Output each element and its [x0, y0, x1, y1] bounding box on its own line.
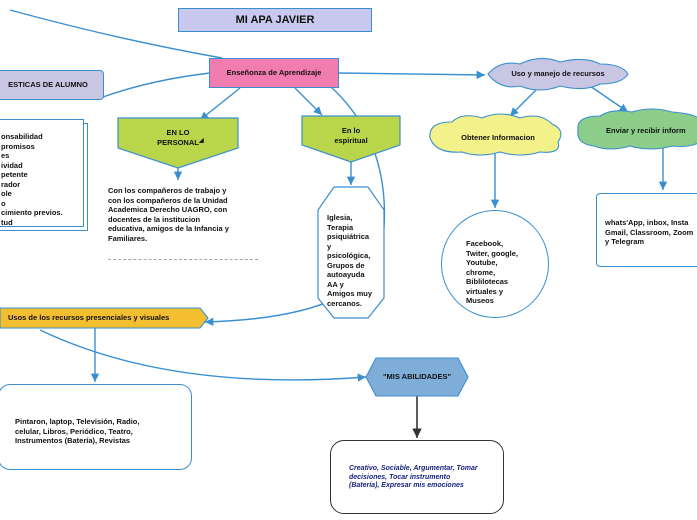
enviar-text: whats'App, inbox, Insta Gmail, Classroom…	[605, 218, 694, 246]
alumno-list-text: onsabilidad promisos es ividad petente r…	[1, 132, 63, 227]
obtener-text: Facebook, Twiter, google, Youtube, chrom…	[466, 239, 518, 305]
personal-marker-icon: ◢	[199, 138, 204, 144]
recursos-label[interactable]: Uso y manejo de recursos	[511, 69, 605, 78]
enviar-label[interactable]: Enviar y recibir inform	[606, 126, 686, 135]
habilidades-text-box[interactable]: Creativo, Sociable, Argumentar, Tomar de…	[330, 440, 504, 514]
espiritual-label[interactable]: En lo espiritual	[334, 126, 368, 145]
line-recursos-to-obtener	[509, 85, 541, 117]
title-text: MI APA JAVIER	[235, 14, 315, 26]
center-text: Enseñonza de Aprendizaje	[226, 68, 322, 77]
obtener-cloud-shape	[429, 113, 562, 156]
personal-underline	[108, 259, 258, 260]
alumno-text: ESTICAS DE ALUMNO	[8, 80, 88, 89]
line-recursos-to-enviar	[589, 85, 629, 113]
line-title-to-center	[9, 9, 223, 59]
line-center-to-recursos	[337, 70, 486, 80]
recursos-cloud-shape	[487, 57, 629, 91]
title-box[interactable]: MI APA JAVIER	[178, 8, 372, 32]
usos-banner-shape	[0, 307, 209, 329]
usos-text: Pintaron, laptop, Televisión, Radio, cel…	[15, 417, 140, 445]
personal-label[interactable]: EN LO PERSONAL	[157, 128, 199, 147]
usos-text-box[interactable]: Pintaron, laptop, Televisión, Radio, cel…	[0, 384, 192, 470]
enviar-cloud-shape	[577, 108, 697, 150]
espiritual-text: Iglesia, Terapia psiquiátrica y psicológ…	[327, 213, 373, 308]
habilidades-label[interactable]: "MIS ABILIDADES"	[382, 372, 452, 381]
line-usos-to-habilidades	[39, 329, 367, 382]
usos-label[interactable]: Usos de los recursos presenciales y visu…	[8, 313, 170, 322]
line-center-to-espiritual	[294, 87, 323, 116]
alumno-box[interactable]: ESTICAS DE ALUMNO	[0, 70, 104, 100]
personal-shape	[117, 117, 239, 169]
espiritual-octagon	[317, 186, 385, 319]
habilidades-shape	[365, 357, 469, 397]
obtener-label[interactable]: Obtener Informacion	[461, 133, 535, 142]
obtener-oval[interactable]: Facebook, Twiter, google, Youtube, chrom…	[441, 210, 549, 318]
personal-text-box[interactable]: Con los compañeros de trabajo y con los …	[108, 186, 258, 256]
espiritual-text-box[interactable]: Iglesia, Terapia psiquiátrica y psicológ…	[327, 213, 383, 308]
line-center-to-alumno	[99, 72, 211, 99]
espiritual-shape	[301, 115, 401, 163]
alumno-list-box[interactable]: onsabilidad promisos es ividad petente r…	[0, 119, 84, 227]
personal-text: Con los compañeros de trabajo y con los …	[108, 186, 229, 243]
enviar-text-box[interactable]: whats'App, inbox, Insta Gmail, Classroom…	[596, 193, 697, 267]
line-center-to-personal	[199, 87, 241, 121]
center-node[interactable]: Enseñonza de Aprendizaje	[209, 58, 339, 88]
habilidades-text: Creativo, Sociable, Argumentar, Tomar de…	[349, 465, 478, 489]
